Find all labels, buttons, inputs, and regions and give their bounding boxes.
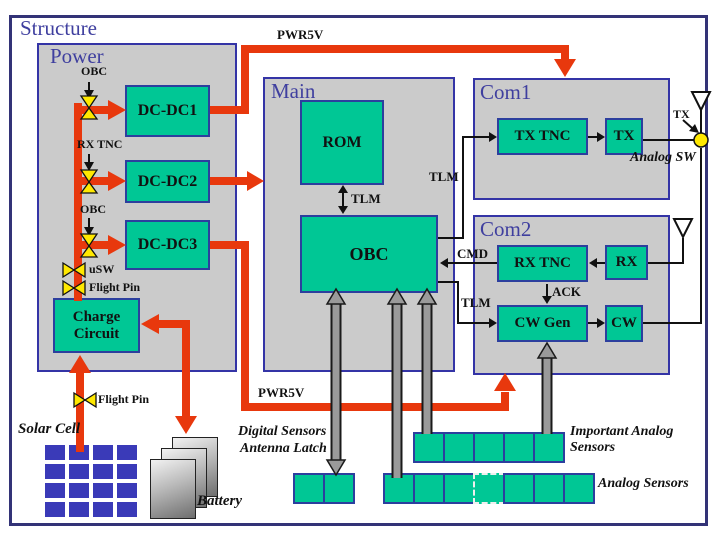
tlm-to-txtnc-label: TLM <box>429 169 459 184</box>
sensor-square <box>323 473 355 504</box>
rxtnc-switch-label: RX TNC <box>77 137 123 151</box>
main-panel-label: Main <box>271 79 316 103</box>
tlm-to-cwgen-label: TLM <box>461 295 491 310</box>
battery-label: Battery <box>197 493 242 509</box>
com2-panel-label: Com2 <box>480 217 532 241</box>
tlm-rom-obc-label: TLM <box>351 191 381 206</box>
solar-cell-square <box>117 502 137 517</box>
obc-switch2-label: OBC <box>80 202 107 216</box>
dcdc1-box: DC-DC1 <box>125 85 210 137</box>
cmd-label: CMD <box>457 246 489 261</box>
sensor-square <box>503 473 535 504</box>
cw-box: CW <box>605 305 643 342</box>
important-analog-sensors-label: Important Analog Sensors <box>570 424 674 456</box>
obc-box: OBC <box>300 215 438 293</box>
solar-cell-square <box>45 502 65 517</box>
analog-sensor-row <box>383 473 595 504</box>
rom-box: ROM <box>300 100 384 185</box>
solar-cell-grid <box>45 445 137 517</box>
solar-cell-square <box>117 464 137 479</box>
important-analog-sensor-row <box>413 432 565 463</box>
tx-antenna-label: TX <box>673 107 690 121</box>
structure-frame <box>9 15 708 526</box>
rx-tnc-box: RX TNC <box>497 245 588 282</box>
solar-cell-square <box>93 502 113 517</box>
analog-sensors-label: Analog Sensors <box>598 476 689 491</box>
pwr5v-top-label: PWR5V <box>277 27 324 42</box>
sensor-square <box>443 473 475 504</box>
dcdc2-box: DC-DC2 <box>125 160 210 203</box>
structure-label: Structure <box>20 16 97 40</box>
solar-cell-square <box>69 502 89 517</box>
sensor-square <box>443 432 475 463</box>
sensor-square <box>293 473 325 504</box>
analog-sw-label: Analog SW <box>630 150 696 165</box>
solar-cell-square <box>45 445 65 460</box>
battery-card <box>150 459 196 519</box>
usw-label: uSW <box>89 262 115 276</box>
solar-cell-square <box>45 464 65 479</box>
solar-cell-square <box>117 483 137 498</box>
digital-sensors-label: Digital Sensors <box>238 424 327 439</box>
digital-sensor-row <box>293 473 355 504</box>
flight-pin1-label: Flight Pin <box>89 280 141 294</box>
solar-cell-square <box>93 445 113 460</box>
solar-cell-square <box>45 483 65 498</box>
solar-cell-square <box>117 445 137 460</box>
charge-circuit-box: Charge Circuit <box>53 298 140 353</box>
obc-switch1-label: OBC <box>81 64 108 78</box>
sensor-square <box>473 432 505 463</box>
power-panel-label: Power <box>50 44 104 68</box>
solar-cell-square <box>69 464 89 479</box>
solar-cell-square <box>93 483 113 498</box>
sensor-square <box>413 473 445 504</box>
sensor-square <box>563 473 595 504</box>
cw-gen-box: CW Gen <box>497 305 588 342</box>
sensor-square <box>383 473 415 504</box>
solar-cell-square <box>93 464 113 479</box>
sensor-square <box>533 473 565 504</box>
flight-pin2-label: Flight Pin <box>98 392 150 406</box>
com1-panel-label: Com1 <box>480 80 532 104</box>
dcdc3-box: DC-DC3 <box>125 220 210 270</box>
sensor-square <box>413 432 445 463</box>
solar-cell-square <box>69 445 89 460</box>
sensor-square <box>473 473 505 504</box>
antenna-latch-label: Antenna Latch <box>240 441 327 456</box>
sensor-square <box>503 432 535 463</box>
pwr5v-bottom-label: PWR5V <box>258 385 305 400</box>
solar-cell-square <box>69 483 89 498</box>
solar-cell-label: Solar Cell <box>18 421 81 437</box>
ack-label: ACK <box>552 284 581 299</box>
sensor-square <box>533 432 565 463</box>
rx-box: RX <box>605 245 648 280</box>
tx-tnc-box: TX TNC <box>497 118 588 155</box>
tx-box: TX <box>605 118 643 155</box>
